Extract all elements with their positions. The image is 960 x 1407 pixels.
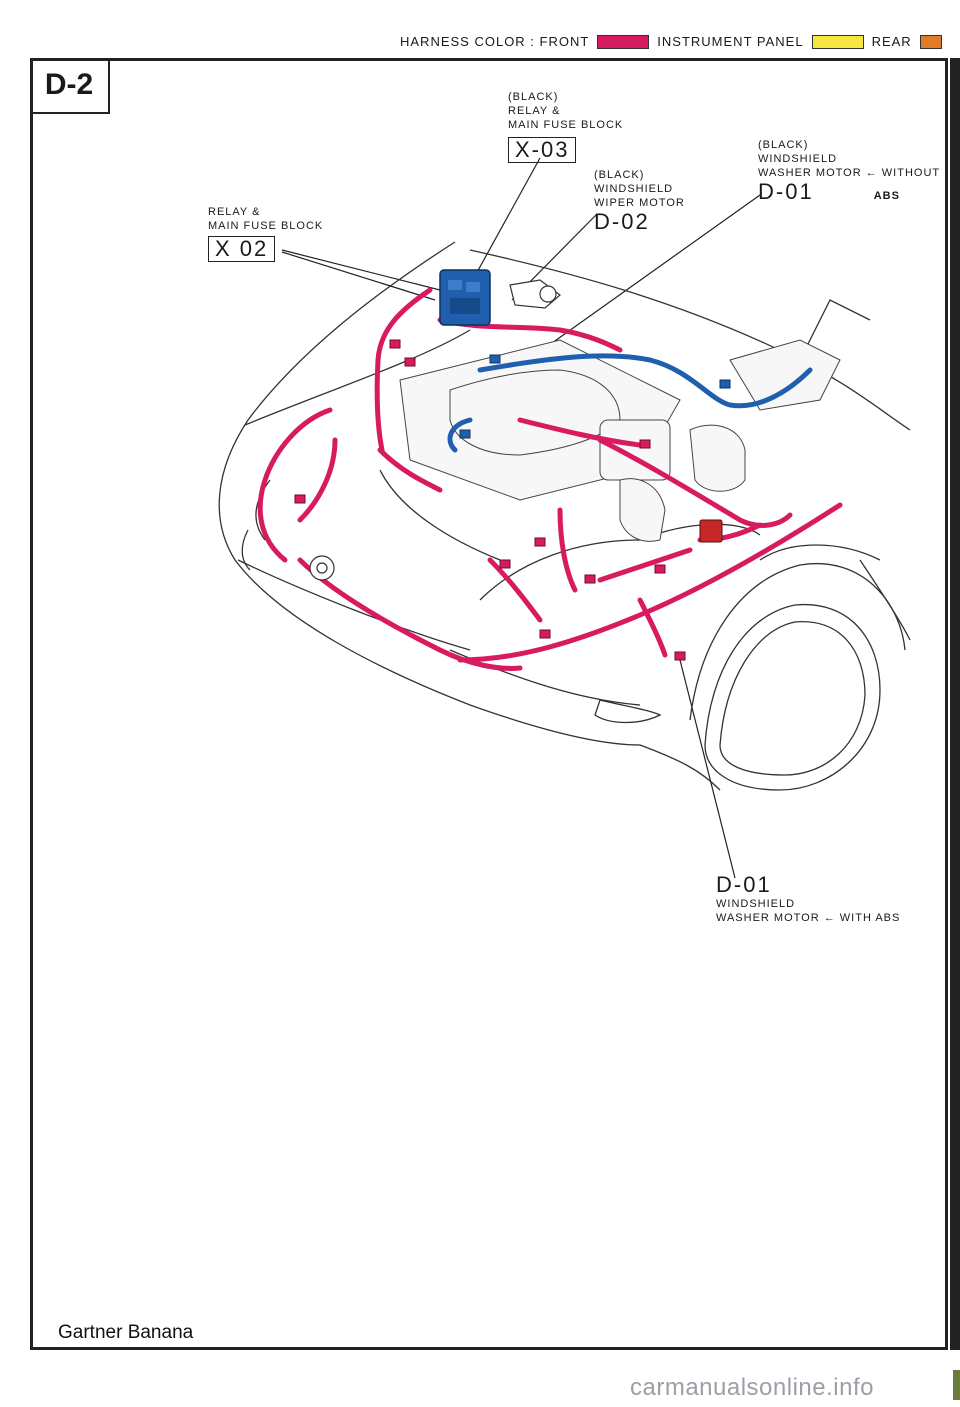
x03-line1: RELAY & <box>508 105 561 117</box>
horn <box>309 555 335 581</box>
page-edge-tab <box>953 1370 960 1400</box>
page-tag: D-2 <box>30 58 110 114</box>
harness-color-legend: HARNESS COLOR : FRONT INSTRUMENT PANEL R… <box>400 34 942 49</box>
d02-label: (BLACK) WINDSHIELD WIPER MOTOR D-02 <box>594 168 685 234</box>
car-body-outline <box>218 241 911 791</box>
d01-bottom-line2: WASHER MOTOR ← WITH ABS <box>716 912 901 924</box>
instrument-panel-swatch <box>811 34 864 49</box>
front-swatch <box>597 34 650 49</box>
x02-code: X 02 <box>208 236 276 262</box>
wiper-motor <box>509 279 561 309</box>
d02-line1: WINDSHIELD <box>594 183 674 195</box>
x02-line1: RELAY & <box>208 206 261 218</box>
d01-top-suffix: ABS <box>873 190 900 202</box>
x03-line2: MAIN FUSE BLOCK <box>508 119 624 131</box>
d01-top-line2: WASHER MOTOR ← WITHOUT <box>758 167 941 179</box>
instrument-panel-label: INSTRUMENT PANEL <box>657 34 804 49</box>
d01-top-label: (BLACK) WINDSHIELD WASHER MOTOR ← WITHOU… <box>758 138 940 204</box>
site-watermark: carmanualsonline.info <box>630 1374 874 1401</box>
x02-label: RELAY & MAIN FUSE BLOCK X 02 <box>208 205 323 262</box>
x02-line2: MAIN FUSE BLOCK <box>208 220 324 232</box>
rear-label: REAR <box>871 34 912 49</box>
x03-code: X-03 <box>508 137 577 163</box>
x03-label: (BLACK) RELAY & MAIN FUSE BLOCK X-03 <box>508 90 623 163</box>
d02-code: D-02 <box>594 209 650 234</box>
relay-main-fuse-block <box>439 269 491 326</box>
rear-swatch <box>919 34 942 49</box>
connectors <box>294 339 686 661</box>
leader-lines <box>281 157 761 879</box>
page-edge-bar <box>950 58 960 1350</box>
d01-bottom-code: D-01 <box>716 872 772 897</box>
d02-line2: WIPER MOTOR <box>594 197 685 209</box>
x03-color: (BLACK) <box>508 91 559 103</box>
d01-bottom-line1: WINDSHIELD <box>716 898 796 910</box>
d01-top-code: D-01 <box>758 179 814 204</box>
d01-top-line1: WINDSHIELD <box>758 153 838 165</box>
blue-harness <box>447 353 813 453</box>
engine-block <box>399 339 841 542</box>
d01-top-color: (BLACK) <box>758 139 809 151</box>
d02-color: (BLACK) <box>594 169 645 181</box>
front-harness <box>257 287 843 671</box>
watermark: Gartner Banana <box>58 1322 194 1343</box>
red-component <box>699 519 723 543</box>
blue-connectors <box>459 354 731 439</box>
harness-color-title: HARNESS COLOR : FRONT <box>400 34 590 49</box>
page-frame <box>30 58 948 1350</box>
d01-bottom-label: D-01 WINDSHIELD WASHER MOTOR ← WITH ABS <box>716 873 900 925</box>
